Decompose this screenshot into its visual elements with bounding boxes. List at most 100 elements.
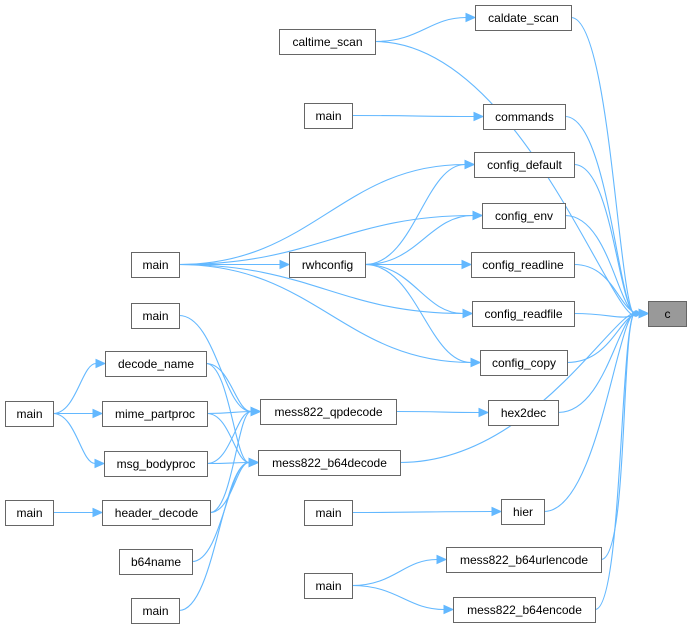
edge-header_decode-to-mess822_b64decode — [209, 457, 260, 514]
edge-main8-to-mess822_b64decode — [178, 457, 260, 612]
node-label: main — [142, 258, 168, 272]
node-label: caldate_scan — [488, 11, 559, 25]
node-hex2dec[interactable]: hex2dec — [488, 400, 559, 426]
node-msg_bodyproc[interactable]: msg_bodyproc — [104, 451, 208, 477]
edge-line — [374, 16, 467, 43]
node-main6[interactable]: main — [304, 500, 353, 526]
node-b64name[interactable]: b64name — [119, 549, 193, 575]
edge-rwhconfig-to-config_readline — [365, 259, 473, 270]
node-box — [119, 549, 193, 575]
edge-rwhconfig-to-config_copy — [364, 263, 482, 368]
edge-line — [178, 263, 472, 364]
arrow-head — [279, 259, 291, 270]
edge-config_readline-to-c — [573, 263, 650, 319]
edge-main4-to-mime_partproc — [53, 408, 104, 419]
node-mess822_qpdecode[interactable]: mess822_qpdecode — [260, 399, 397, 425]
edge-line — [351, 510, 493, 514]
edge-config_default-to-c — [573, 163, 650, 319]
node-box — [304, 573, 353, 599]
arrow-head — [478, 407, 490, 418]
arrow-head — [472, 210, 484, 221]
edge-line — [52, 362, 97, 415]
node-main5[interactable]: main — [5, 500, 54, 526]
node-box — [488, 400, 559, 426]
node-decode_name[interactable]: decode_name — [105, 351, 207, 377]
arrow-head — [461, 259, 473, 270]
node-mime_partproc[interactable]: mime_partproc — [102, 401, 208, 427]
node-label: mess822_b64urlencode — [460, 553, 588, 567]
node-hier[interactable]: hier — [501, 499, 545, 525]
node-label: hier — [513, 505, 533, 519]
arrow-head — [436, 554, 448, 565]
node-config_readline[interactable]: config_readline — [471, 252, 575, 278]
node-label: hex2dec — [501, 406, 546, 420]
node-box — [474, 152, 575, 178]
arrow-head — [462, 308, 474, 319]
edge-rwhconfig-to-config_default — [364, 159, 476, 266]
edge-line — [206, 412, 250, 464]
arrow-head — [473, 111, 485, 122]
edge-line — [364, 163, 466, 266]
node-config_default[interactable]: config_default — [474, 152, 575, 178]
node-label: mime_partproc — [115, 407, 195, 421]
node-label: config_readline — [482, 258, 564, 272]
node-label: config_copy — [492, 356, 556, 370]
edge-mess822_b64encode-to-c — [594, 308, 650, 611]
node-label: main — [142, 604, 168, 618]
edge-main1-to-commands — [351, 111, 485, 122]
edge-line — [564, 115, 640, 316]
node-box — [482, 203, 566, 229]
node-box — [279, 29, 376, 55]
node-main2[interactable]: main — [131, 252, 180, 278]
node-label: decode_name — [118, 357, 194, 371]
edge-header_decode-to-mess822_qpdecode — [209, 406, 262, 514]
node-box — [483, 104, 566, 130]
node-caltime_scan[interactable]: caltime_scan — [279, 29, 376, 55]
edge-main4-to-msg_bodyproc — [52, 412, 106, 469]
edge-mess822_b64urlencode-to-c — [600, 308, 650, 561]
node-main8[interactable]: main — [131, 598, 180, 624]
node-box — [501, 499, 545, 525]
edge-line — [178, 214, 474, 266]
edge-line — [543, 311, 640, 513]
node-rwhconfig[interactable]: rwhconfig — [289, 252, 366, 278]
edge-line — [395, 410, 480, 414]
arrow-head — [92, 507, 104, 518]
node-mess822_b64decode[interactable]: mess822_b64decode — [258, 450, 401, 476]
node-box — [648, 301, 687, 327]
node-label: c — [665, 307, 671, 321]
node-config_env[interactable]: config_env — [482, 203, 566, 229]
edge-config_env-to-c — [564, 214, 650, 319]
edge-line — [573, 263, 640, 315]
node-main7[interactable]: main — [304, 573, 353, 599]
node-main1[interactable]: main — [304, 103, 353, 129]
node-box — [5, 500, 54, 526]
node-box — [131, 303, 180, 329]
node-commands[interactable]: commands — [483, 104, 566, 130]
node-c[interactable]: c — [648, 301, 687, 327]
node-box — [480, 350, 568, 376]
node-box — [304, 103, 353, 129]
node-config_readfile[interactable]: config_readfile — [472, 301, 575, 327]
edge-line — [206, 410, 252, 415]
node-label: main — [315, 506, 341, 520]
edge-line — [364, 263, 472, 364]
node-label: msg_bodyproc — [117, 457, 196, 471]
node-caldate_scan[interactable]: caldate_scan — [475, 5, 572, 31]
edge-line — [351, 558, 438, 587]
node-main4[interactable]: main — [5, 401, 54, 427]
arrow-head — [491, 506, 503, 517]
node-mess822_b64urlencode[interactable]: mess822_b64urlencode — [446, 547, 602, 573]
edge-line — [374, 40, 640, 317]
node-mess822_b64encode[interactable]: mess822_b64encode — [453, 597, 596, 623]
edge-line — [178, 461, 250, 612]
node-box — [289, 252, 366, 278]
node-box — [102, 500, 211, 526]
node-config_copy[interactable]: config_copy — [480, 350, 568, 376]
arrow-head — [250, 406, 262, 417]
node-header_decode[interactable]: header_decode — [102, 500, 211, 526]
arrow-head — [465, 12, 477, 23]
node-box — [475, 5, 572, 31]
node-main3[interactable]: main — [131, 303, 180, 329]
